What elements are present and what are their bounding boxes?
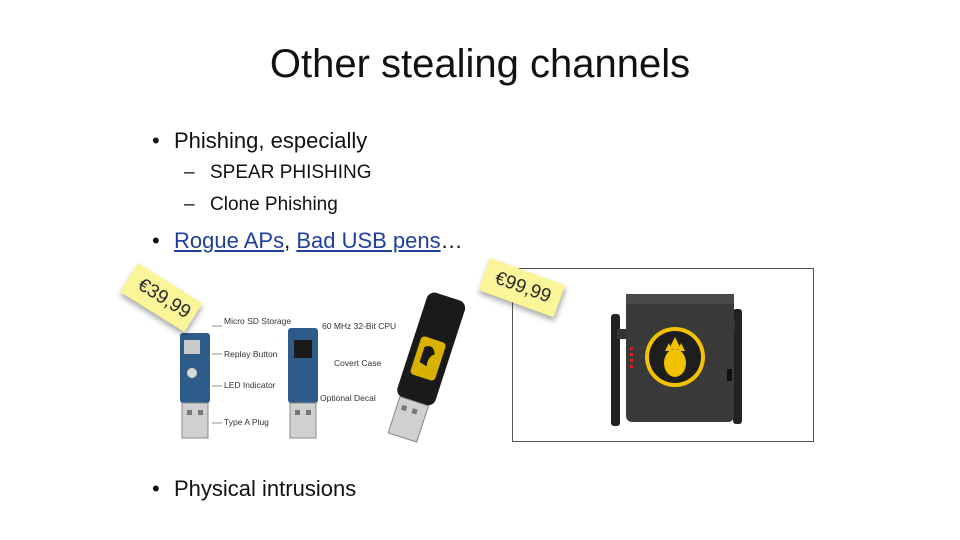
sub-bullet-dash: – [184, 162, 195, 183]
sub-bullet-spear-text: SPEAR PHISHING [210, 162, 372, 183]
bullet-phishing-text: Phishing, especially [174, 128, 368, 153]
pcb-board-2 [288, 328, 318, 403]
bullet-separator: , [284, 228, 297, 253]
sub-bullet-dash: – [184, 194, 195, 215]
label-covert-case: Covert Case [334, 358, 382, 368]
sub-bullet-clone-text: Clone Phishing [210, 194, 338, 215]
label-type-a-plug: Type A Plug [224, 417, 269, 427]
bullet-physical-text: Physical intrusions [174, 476, 357, 501]
sub-bullet-clone-phishing: –Clone Phishing [184, 194, 338, 216]
antenna-right [733, 309, 742, 424]
link-bad-usb-pens[interactable]: Bad USB pens [296, 228, 441, 253]
bullet-physical-intrusions: • Physical intrusions [152, 476, 356, 502]
black-usb-stick [387, 292, 466, 443]
bullet-phishing: • Phishing, especially [152, 128, 367, 154]
sub-bullet-spear-phishing: –SPEAR PHISHING [184, 162, 372, 184]
link-rogue-aps[interactable]: Rogue APs [174, 228, 285, 253]
bullet-rogue-aps: • Rogue APs, Bad USB pens… [152, 228, 463, 254]
label-led-indicator: LED Indicator [224, 380, 276, 390]
bullet-dot: • [152, 476, 160, 501]
label-optional-decal: Optional Decal [320, 393, 376, 403]
antenna-left [611, 314, 620, 426]
bullet-ellipsis: … [440, 228, 463, 253]
label-replay-button: Replay Button [224, 349, 278, 359]
bullet-dot: • [152, 128, 160, 153]
usb-pens-image: Micro SD Storage Replay Button LED Indic… [160, 278, 480, 458]
label-cpu: 60 MHz 32-Bit CPU [322, 321, 396, 331]
bullet-dot: • [152, 228, 160, 253]
rogue-ap-router-image [512, 268, 814, 442]
label-micro-sd: Micro SD Storage [224, 316, 291, 326]
slide-title: Other stealing channels [269, 42, 691, 86]
